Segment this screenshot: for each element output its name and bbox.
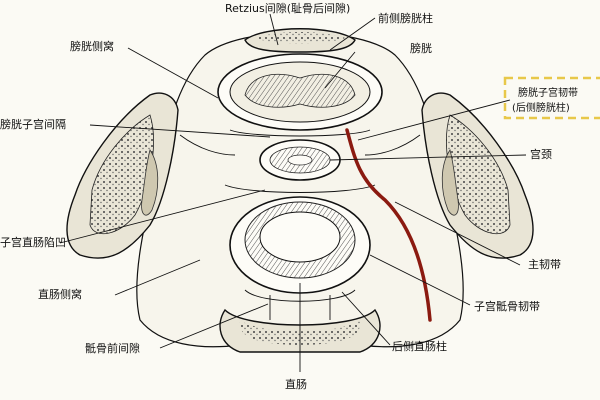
label-paravesical-fossa: 膀胱侧窝 bbox=[70, 39, 114, 53]
label-cervix: 宫颈 bbox=[530, 147, 552, 161]
label-posterior-vesical-pillar: (后侧膀胱柱) bbox=[512, 101, 570, 114]
label-posterior-rectal-pillar: 后侧直肠柱 bbox=[392, 339, 447, 353]
labels: Retzius间隙(耻骨后间隙) 前侧膀胱柱 膀胱 膀胱侧窝 膀胱子宫间隔 膀胱… bbox=[0, 1, 578, 391]
label-anterior-vesical-pillar: 前侧膀胱柱 bbox=[378, 11, 433, 25]
cervix bbox=[259, 139, 341, 181]
label-vesicouterine-ligament: 膀胱子宫韧带 bbox=[518, 86, 578, 99]
dissection-line bbox=[345, 128, 432, 322]
pubic-symphysis bbox=[244, 28, 356, 53]
label-pararectal-fossa: 直肠侧窝 bbox=[38, 287, 82, 301]
label-vesicouterine-septum: 膀胱子宫间隔 bbox=[0, 117, 66, 131]
label-retzius-space: Retzius间隙(耻骨后间隙) bbox=[225, 1, 350, 15]
label-rectum: 直肠 bbox=[285, 377, 307, 391]
rectum bbox=[229, 196, 371, 294]
bladder bbox=[217, 53, 383, 131]
right-hip-bone bbox=[421, 92, 534, 259]
highlight-box bbox=[503, 76, 600, 120]
label-cardinal-ligament: 主韧带 bbox=[528, 258, 561, 271]
label-rectouterine-pouch: 子宫直肠陷凹 bbox=[0, 235, 66, 249]
label-bladder: 膀胱 bbox=[410, 41, 432, 55]
label-presacral-space: 骶骨前间隙 bbox=[85, 341, 140, 355]
left-hip-bone bbox=[66, 92, 179, 259]
leader-lines bbox=[59, 13, 527, 372]
label-uterosacral-ligament: 子宫骶骨韧带 bbox=[474, 299, 540, 313]
